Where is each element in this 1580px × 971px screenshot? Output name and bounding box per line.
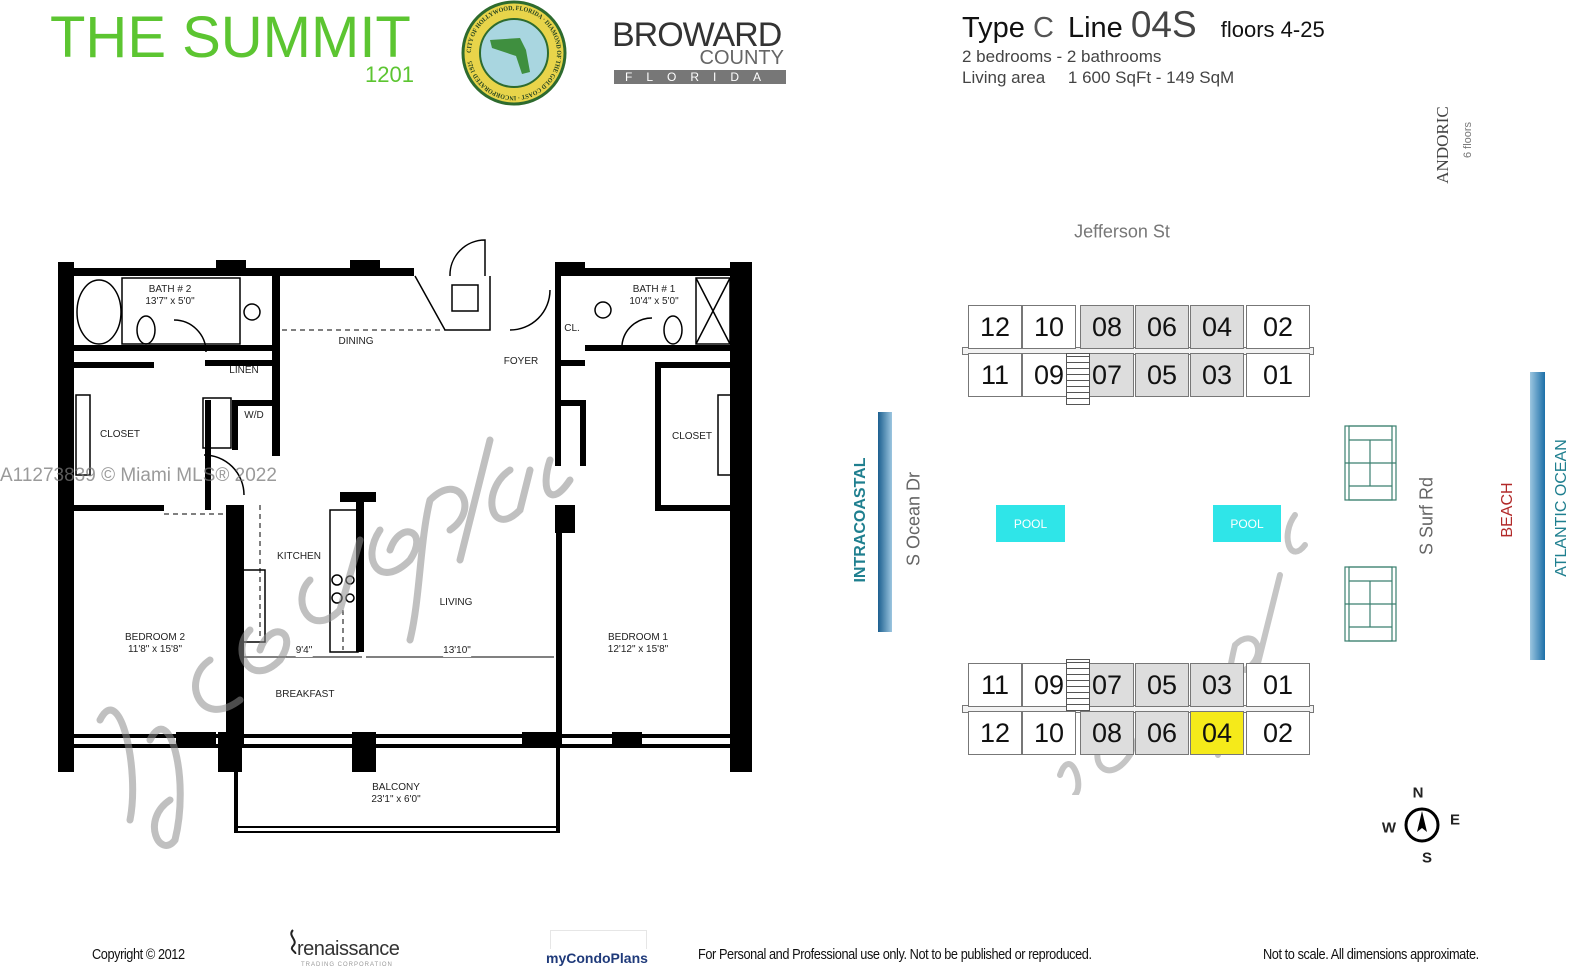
county-logo-line2: COUNTY	[699, 47, 784, 69]
room-label-dining: DINING	[338, 336, 374, 347]
unit-05: 05	[1135, 663, 1189, 707]
tennis-courts	[1344, 425, 1397, 642]
unit-05: 05	[1135, 353, 1189, 397]
unit-06: 06	[1135, 305, 1189, 349]
room-name: BALCONY	[372, 782, 420, 793]
developer-logo-icon	[290, 929, 297, 954]
mls-watermark: A11273839 © Miami MLS® 2022	[0, 465, 277, 486]
unit-11: 11	[968, 663, 1022, 707]
beach-label: BEACH	[1499, 482, 1516, 538]
room-label-breakfast: BREAKFAST	[275, 689, 335, 700]
skyline-icon	[550, 930, 647, 949]
footer-disclaimer: Not to scale. All dimensions approximate…	[1263, 946, 1479, 963]
street-s-ocean-dr: S Ocean Dr	[903, 471, 924, 567]
street-s-surf-rd: S Surf Rd	[1416, 476, 1437, 556]
room-dims: 11'8" x 15'8"	[127, 644, 183, 655]
unit-06: 06	[1135, 711, 1189, 755]
living-area-label: Living area	[962, 68, 1046, 87]
developer-logo-text: renaissance	[297, 938, 400, 960]
line-value: 04S	[1130, 4, 1197, 45]
brand-watermark-floorplan	[96, 436, 574, 849]
room-label-balcony: BALCONY 23'1" x 6'0"	[371, 782, 420, 806]
rooms-summary: 2 bedrooms - 2 bathrooms	[962, 47, 1162, 66]
footer-usage-notice: For Personal and Professional use only. …	[698, 946, 1092, 963]
unit-12: 12	[968, 305, 1022, 349]
room-name: BEDROOM 1	[607, 632, 668, 643]
unit-02: 02	[1246, 305, 1310, 349]
county-logo-line3: FLORIDA	[614, 70, 786, 84]
room-label-bedroom-2: BEDROOM 2 11'8" x 15'8"	[125, 632, 185, 656]
type-label: Type	[962, 12, 1025, 44]
unit-02: 02	[1246, 711, 1310, 755]
unit-08: 08	[1080, 711, 1134, 755]
room-label-foyer: FOYER	[503, 356, 539, 367]
compass-e: E	[1449, 811, 1461, 829]
room-dims: 23'1" x 6'0"	[371, 794, 421, 805]
room-label-bath-2: BATH # 2 13'7" x 5'0"	[145, 284, 194, 308]
living-area: Living area 1 600 SqFt - 149 SqM	[962, 68, 1234, 88]
unit-10: 10	[1022, 305, 1076, 349]
pool-west: POOL	[996, 505, 1065, 542]
developer-logo: renaissance TRADING CORPORATION	[285, 928, 415, 971]
room-name: BEDROOM 2	[124, 632, 186, 643]
pool-east: POOL	[1213, 505, 1281, 542]
room-label-washer-dryer: W/D	[244, 410, 264, 421]
room-label-living: LIVING	[439, 597, 473, 608]
unit-04: 04	[1190, 305, 1244, 349]
unit-01: 01	[1246, 353, 1310, 397]
unit-12: 12	[968, 711, 1022, 755]
dimension-label-kitchen: 9'4"	[295, 645, 313, 657]
building-title: THE SUMMIT	[50, 5, 411, 70]
room-label-bath-1: BATH # 1 10'4" x 5'0"	[629, 284, 678, 308]
compass-n: N	[1412, 784, 1424, 802]
pool-label: POOL	[1230, 516, 1264, 531]
unit-10: 10	[1022, 711, 1076, 755]
dimension-label-living: 13'10"	[443, 645, 471, 657]
room-label-closet-left: CLOSET	[99, 429, 141, 440]
county-logo-line1: BROWARD	[612, 16, 782, 54]
floors-range: floors 4-25	[1220, 17, 1325, 42]
room-label-kitchen: KITCHEN	[277, 551, 321, 562]
street-jefferson: Jefferson St	[1074, 221, 1170, 242]
type-value: C	[1032, 12, 1054, 44]
unit-11: 11	[968, 353, 1022, 397]
ocean-label: ATLANTIC OCEAN	[1553, 439, 1570, 577]
intracoastal-water-bar	[878, 412, 892, 632]
room-label-closet-right: CLOSET	[671, 431, 713, 442]
room-name: BATH # 2	[148, 284, 192, 295]
room-label-bedroom-1: BEDROOM 1 12'12" x 15'8"	[608, 632, 668, 656]
unit-08: 08	[1080, 305, 1134, 349]
compass-w: W	[1381, 819, 1397, 837]
stairwell	[1066, 659, 1090, 711]
unit-03: 03	[1190, 663, 1244, 707]
unit-type-line: Type C Line 04S floors 4-25	[962, 4, 1325, 46]
pool-label: POOL	[1013, 516, 1048, 531]
intracoastal-label: INTRACOASTAL	[852, 457, 869, 583]
developer-logo-sub: TRADING CORPORATION	[301, 962, 393, 968]
unit-03: 03	[1190, 353, 1244, 397]
compass-s: S	[1421, 849, 1433, 867]
compass-icon	[1404, 807, 1440, 843]
city-seal-logo: CITY OF HOLLYWOOD, FLORIDA · DIAMOND OF …	[460, 0, 568, 106]
unit-01: 01	[1246, 663, 1310, 707]
ocean-water-bar	[1530, 372, 1545, 660]
neighbor-building-name: ANDORIC	[1433, 106, 1452, 184]
broward-county-logo: BROWARD COUNTY FLORIDA	[612, 18, 788, 86]
room-dims: 12'12" x 15'8"	[607, 644, 669, 655]
room-name: BATH # 1	[632, 284, 676, 295]
room-label-closet-small: CL.	[564, 323, 580, 334]
unit-04: 04	[1190, 711, 1244, 755]
living-area-value: 1 600 SqFt - 149 SqM	[1067, 68, 1235, 87]
room-label-linen: LINEN	[229, 365, 259, 376]
neighbor-building-floors: 6 floors	[1462, 121, 1474, 159]
footer-brand-logo: myCondoPlans	[530, 930, 660, 971]
room-dims: 13'7" x 5'0"	[145, 296, 195, 307]
footer-copyright: Copyright © 2012	[92, 946, 185, 963]
address-number: 1201	[365, 62, 414, 87]
footer-brand-text: myCondoPlans	[546, 950, 648, 966]
stairwell	[1066, 353, 1090, 405]
room-dims: 10'4" x 5'0"	[629, 296, 679, 307]
floor-plan	[58, 239, 752, 833]
line-label: Line	[1067, 12, 1123, 44]
